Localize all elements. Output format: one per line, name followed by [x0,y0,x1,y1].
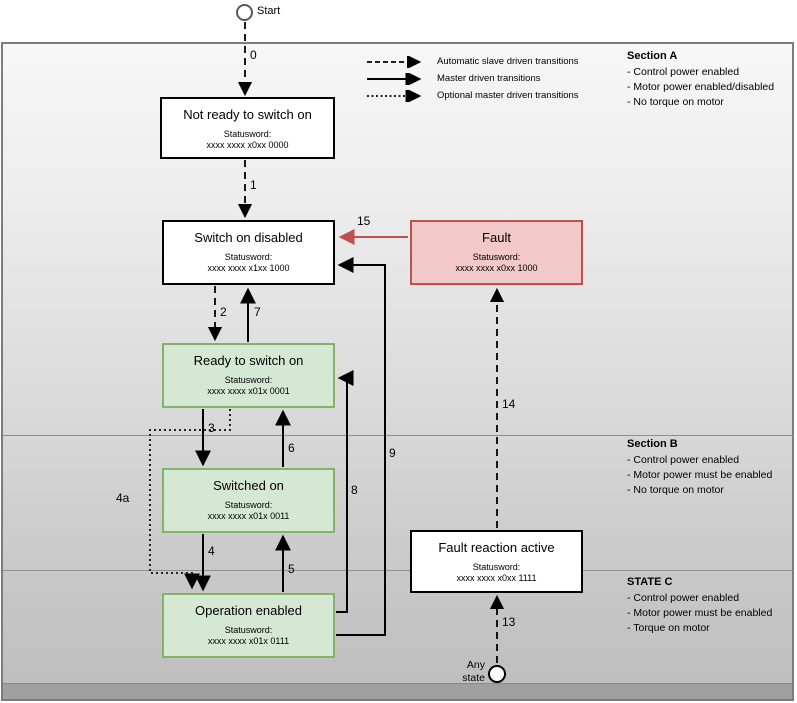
start-node [236,4,253,21]
dotted-arrow-icon [367,89,422,102]
statusword-value: xxxx xxxx x1xx 1000 [207,263,290,273]
legend-label-master: Master driven transitions [437,73,541,84]
state-title: Switch on disabled [194,230,303,245]
section-b-line: - Control power enabled [627,454,740,466]
state-c-title: STATE C [627,576,673,588]
section-a-line: - Motor power enabled/disabled [627,81,775,93]
any-state-line2: state [462,672,485,684]
diagram-panel [1,42,794,701]
dashed-arrow-icon [367,55,422,68]
state-c-notes: STATE C - Control power enabled - Motor … [627,576,795,636]
section-a-notes: Section A - Control power enabled - Moto… [627,50,795,110]
transition-label-7: 7 [254,305,261,319]
state-box-ready-to-switch-on: Ready to switch on Statusword: xxxx xxxx… [162,343,335,408]
state-box-switch-on-disabled: Switch on disabled Statusword: xxxx xxxx… [162,220,335,285]
state-box-fault: Fault Statusword: xxxx xxxx x0xx 1000 [410,220,583,285]
transition-label-14: 14 [502,397,516,411]
any-state-label: Any state [445,659,485,685]
statusword-value: xxxx xxxx x0xx 0000 [206,140,289,150]
any-state-line1: Any [466,659,485,671]
transition-label-8: 8 [351,483,358,497]
section-b-line: - No torque on motor [627,484,724,496]
solid-arrow-icon [367,72,422,85]
state-title: Fault reaction active [438,540,555,555]
state-box-switched-on: Switched on Statusword: xxxx xxxx x01x 0… [162,468,335,533]
state-title: Switched on [213,478,284,493]
transition-label-1: 1 [250,178,257,192]
transition-label-9: 9 [389,446,396,460]
state-box-operation-enabled: Operation enabled Statusword: xxxx xxxx … [162,593,335,658]
section-a-line: - No torque on motor [627,96,724,108]
section-a-line: - Control power enabled [627,66,740,78]
transition-label-4: 4 [208,544,215,558]
legend-item-optional: Optional master driven transitions [365,87,579,104]
legend-item-automatic: Automatic slave driven transitions [365,53,579,70]
statusword-label: Statusword: [472,252,521,262]
legend: Automatic slave driven transitions Maste… [365,53,579,104]
section-a-title: Section A [627,50,678,62]
transition-label-3: 3 [208,421,215,435]
transition-label-0: 0 [250,48,257,62]
legend-label-automatic: Automatic slave driven transitions [437,56,579,67]
statusword-label: Statusword: [223,129,272,139]
state-c-line: - Motor power must be enabled [627,607,773,619]
state-c-line: - Control power enabled [627,592,740,604]
statusword-value: xxxx xxxx x01x 0111 [207,636,290,646]
state-title: Ready to switch on [193,353,304,368]
statusword-label: Statusword: [472,562,521,572]
state-title: Not ready to switch on [183,107,312,122]
statusword-value: xxxx xxxx x0xx 1111 [456,573,537,583]
statusword-label: Statusword: [224,252,273,262]
section-divider-a-b [3,435,793,436]
panel-footer-bar [3,683,792,699]
statusword-value: xxxx xxxx x01x 0011 [207,511,290,521]
state-box-not-ready-to-switch-on: Not ready to switch on Statusword: xxxx … [160,97,335,159]
transition-label-4a: 4a [116,491,130,505]
state-title: Fault [482,230,511,245]
section-b-notes: Section B - Control power enabled - Moto… [627,438,795,498]
state-title: Operation enabled [195,603,302,618]
transition-label-2: 2 [220,305,227,319]
legend-label-optional: Optional master driven transitions [437,90,579,101]
section-b-line: - Motor power must be enabled [627,469,773,481]
statusword-label: Statusword: [224,375,273,385]
start-label: Start [257,5,281,17]
legend-item-master: Master driven transitions [365,70,579,87]
statusword-value: xxxx xxxx x0xx 1000 [455,263,538,273]
section-b-title: Section B [627,438,678,450]
statusword-label: Statusword: [224,500,273,510]
transition-label-6: 6 [288,441,295,455]
state-c-line: - Torque on motor [627,622,710,634]
transition-label-5: 5 [288,562,295,576]
state-box-fault-reaction-active: Fault reaction active Statusword: xxxx x… [410,530,583,593]
transition-label-15: 15 [357,214,371,228]
transition-label-13: 13 [502,615,516,629]
statusword-label: Statusword: [224,625,273,635]
statusword-value: xxxx xxxx x01x 0001 [207,386,290,396]
any-state-node [488,665,506,683]
section-divider-b-c [3,570,793,571]
